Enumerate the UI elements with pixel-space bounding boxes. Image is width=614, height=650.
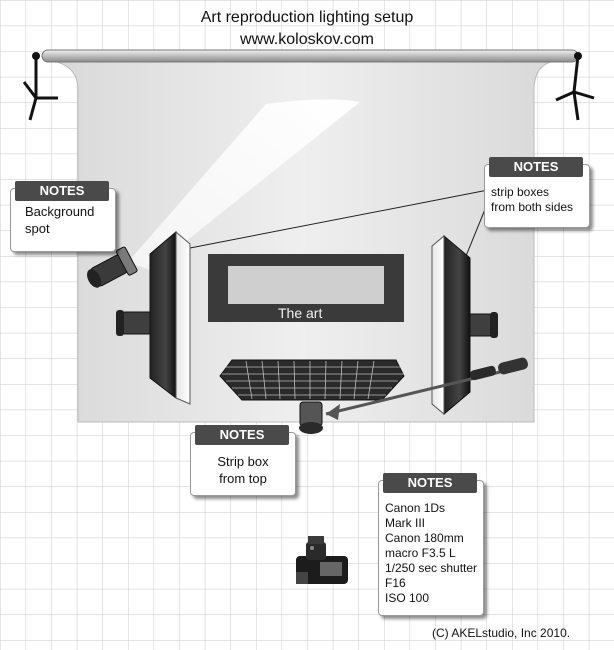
note-strip-top: NOTES Strip box from top [190, 425, 296, 496]
note-line: Canon 1Ds [385, 501, 446, 515]
note-camera: NOTES Canon 1Ds Mark III Canon 180mm mac… [378, 473, 484, 616]
light-stand-icon [22, 52, 58, 121]
note-line: Strip box [217, 454, 269, 469]
note-text: Background spot [25, 203, 94, 237]
note-header: NOTES [15, 181, 109, 201]
note-background-spot: NOTES Background spot [10, 181, 116, 252]
strip-softbox-icon [116, 230, 191, 405]
diagram-subtitle: www.koloskov.com [240, 31, 374, 48]
note-text: Strip box from top [191, 453, 295, 487]
strip-softbox-icon [219, 359, 405, 434]
diagram-title: Art reproduction lighting setup [200, 9, 414, 26]
backdrop-pole [41, 49, 579, 63]
boom-arm [325, 357, 528, 420]
note-text: strip boxes from both sides [491, 185, 573, 215]
note-pointer-line [189, 189, 489, 249]
note-line: from top [219, 471, 267, 486]
camera-icon [296, 536, 348, 584]
note-line: spot [25, 221, 50, 236]
note-header: NOTES [195, 425, 289, 445]
copyright-text: (C) AKELstudio, Inc 2010. [432, 626, 571, 640]
note-line: macro F3.5 L [385, 546, 456, 560]
spotlight-beam [128, 99, 360, 270]
art-label: The art [278, 305, 323, 321]
note-line: ISO 100 [385, 591, 430, 605]
note-line: from both sides [491, 200, 574, 214]
note-strip-sides: NOTES strip boxes from both sides [484, 157, 590, 228]
light-stand-icon [555, 52, 595, 121]
note-header: NOTES [383, 473, 477, 493]
note-line: Mark III [385, 516, 426, 530]
note-line: F16 [385, 576, 406, 590]
spotlight-icon [87, 246, 138, 288]
note-text: Canon 1Ds Mark III Canon 180mm macro F3.… [385, 501, 477, 606]
note-line: Canon 180mm [385, 531, 464, 545]
strip-softbox-icon [431, 234, 498, 416]
note-line: strip boxes [491, 185, 550, 199]
note-line: 1/250 sec shutter [385, 561, 478, 575]
note-line: Background [25, 204, 95, 219]
note-header: NOTES [489, 157, 583, 177]
art-canvas [228, 266, 384, 304]
